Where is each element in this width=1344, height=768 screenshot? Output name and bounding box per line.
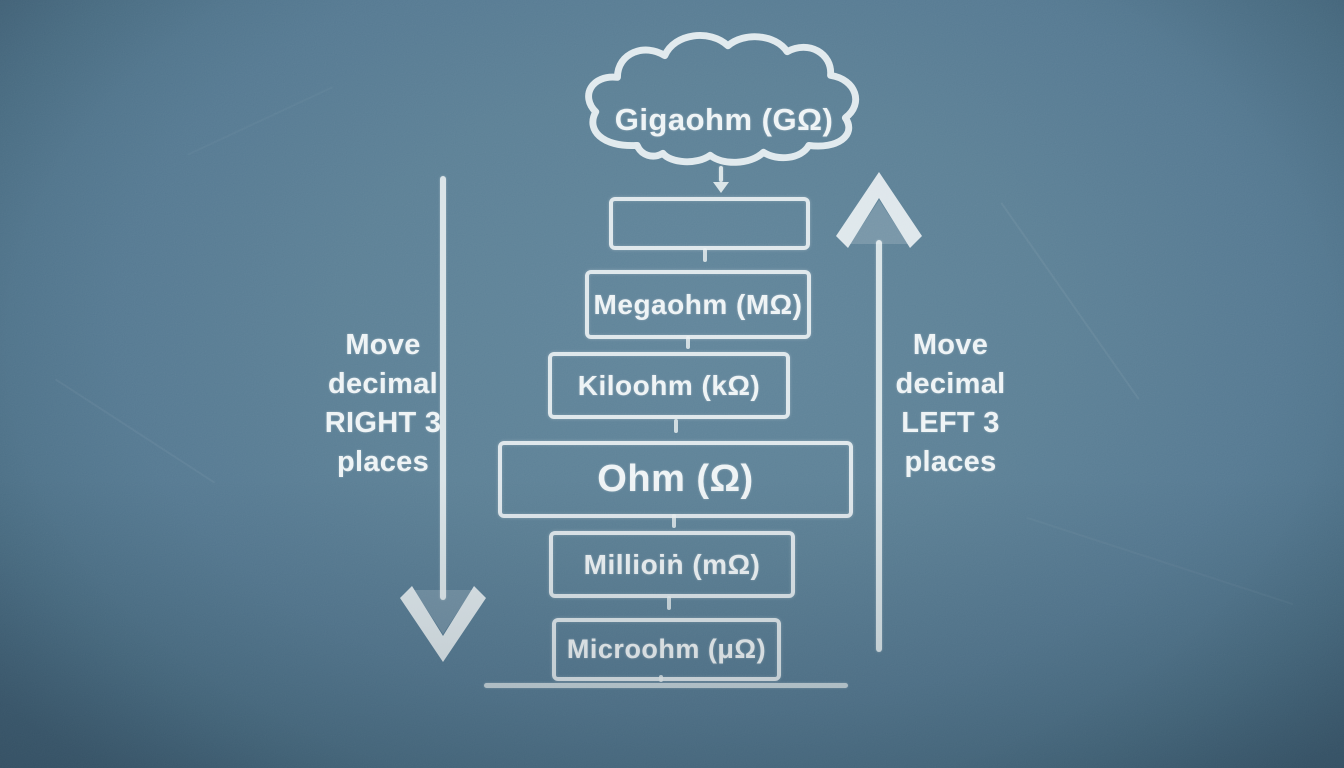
right-annotation-line: LEFT 3 [901,407,1000,439]
connector-tick [659,675,663,682]
left-annotation-line: decimal [327,368,439,400]
right-annotation: Move decimal LEFT 3 places [863,326,1038,482]
right-annotation-line: places [904,446,997,478]
right-annotation-line: Move [912,329,989,361]
arrow-down-icon [400,586,486,662]
box-megaohm: Megaohm (MΩ) [585,270,811,339]
left-annotation: Move decimal RIGHT 3 places [295,326,471,482]
box-microohm: Microohm (μΩ) [552,618,781,681]
arrow-down-small-icon [713,182,729,193]
chalk-scratch [54,378,216,484]
connector-tick [686,336,690,349]
chalk-scratch [187,86,333,155]
gigaohm-cloud: Gigaohm (GΩ) [576,26,872,178]
box-milliohm-label: Millioiṅ (mΩ) [583,548,761,580]
connector-tick [674,419,678,433]
box-kiloohm-label: Kiloohm (kΩ) [577,369,761,401]
right-annotation-line: decimal [895,368,1006,400]
chalk-scratch [1027,517,1294,605]
left-annotation-line: Move [345,329,421,361]
cloud-label: Gigaohm (GΩ) [614,102,834,137]
connector-tick [703,248,707,262]
left-annotation-line: places [336,446,430,478]
connector-tick [672,514,676,528]
cloud-connector-line [719,166,723,182]
baseline-rule [484,683,848,688]
box-megaohm-label: Megaohm (MΩ) [593,288,803,320]
arrow-up-icon [836,172,922,248]
box-blank [609,197,810,250]
box-kiloohm: Kiloohm (kΩ) [548,352,790,419]
connector-tick [667,596,671,610]
box-ohm-label: Ohm (Ω) [597,458,754,500]
box-milliohm: Millioiṅ (mΩ) [549,531,795,598]
box-ohm: Ohm (Ω) [498,441,853,518]
box-microohm-label: Microohm (μΩ) [566,634,767,664]
left-annotation-line: RIGHT 3 [324,407,442,439]
